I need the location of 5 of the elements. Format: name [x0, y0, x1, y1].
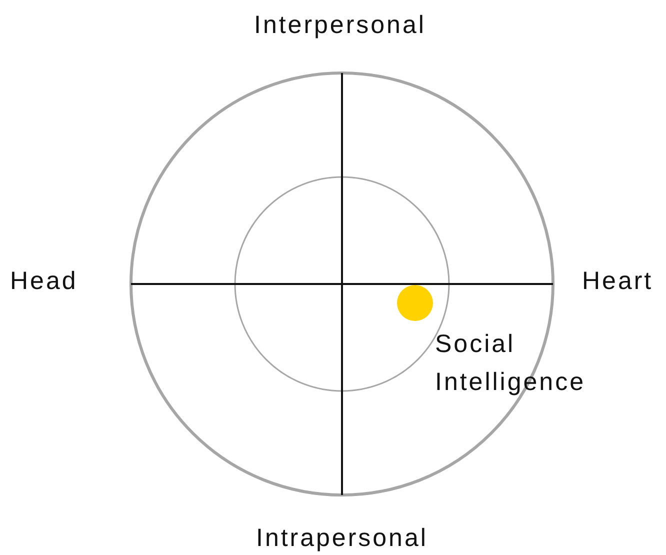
axis-label: Intrapersonal — [256, 523, 428, 554]
axis-label: Interpersonal — [254, 10, 426, 41]
axis-label: Heart — [582, 266, 654, 297]
axis-label: Head — [10, 266, 78, 297]
point-label: Social Intelligence — [435, 329, 586, 398]
